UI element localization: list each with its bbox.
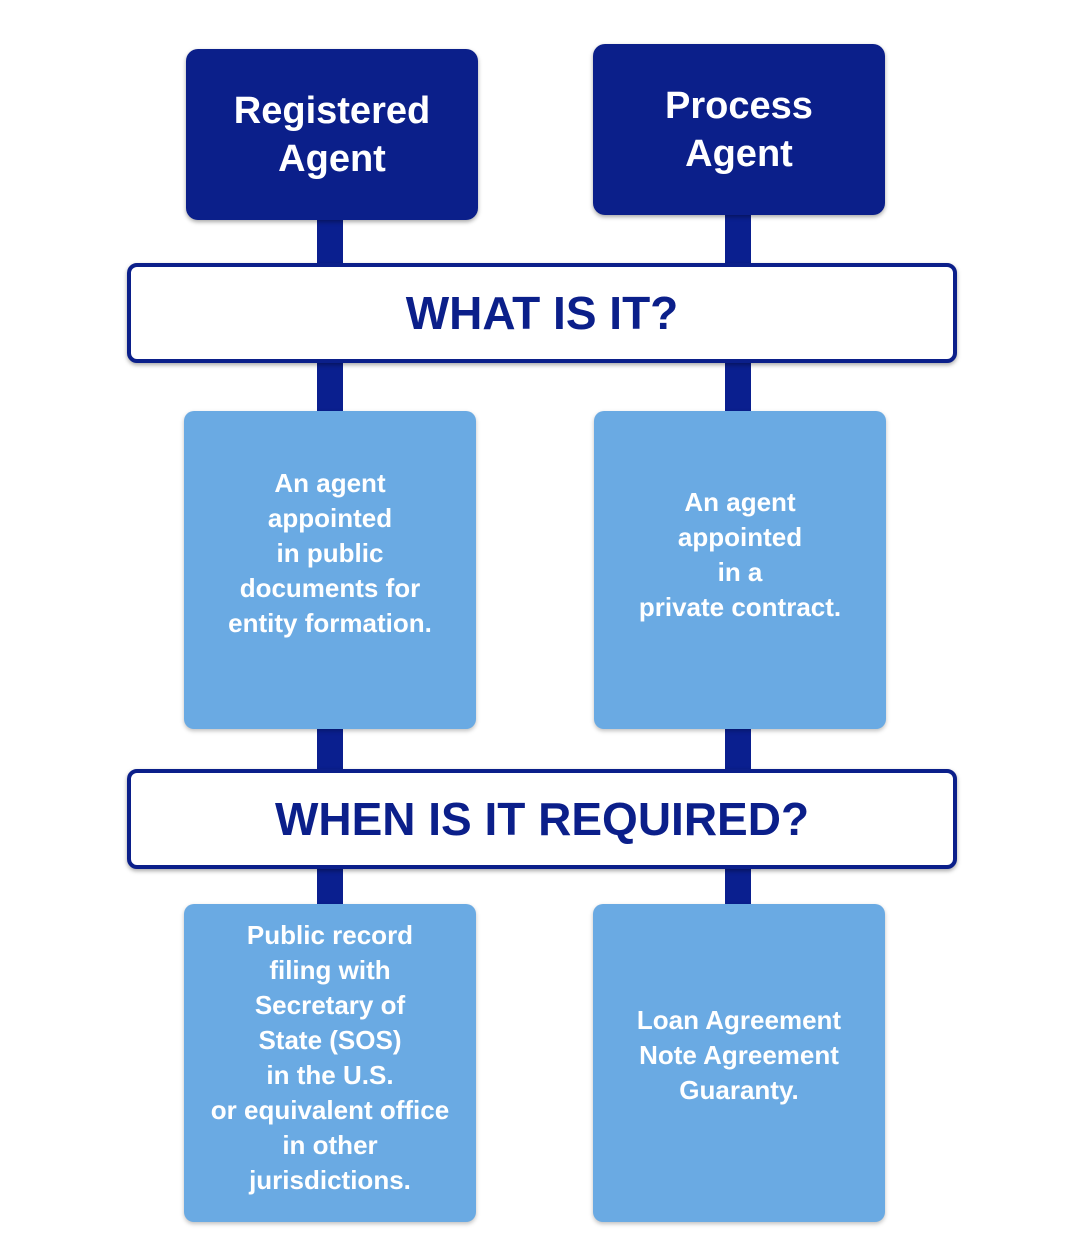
when-is-it-required-label: WHEN IS IT REQUIRED?: [274, 793, 810, 845]
registered-agent-definition-text: An agent appointed in public documents f…: [228, 468, 432, 638]
what-is-it-banner: WHAT IS IT?: [127, 263, 957, 363]
registered-agent-requirement-box: Public record filing with Secretary of S…: [184, 904, 476, 1222]
process-agent-requirement-box: Loan Agreement Note Agreement Guaranty.: [593, 904, 885, 1222]
when-is-it-required-banner: WHEN IS IT REQUIRED?: [127, 769, 957, 869]
registered-agent-header: Registered Agent: [186, 49, 478, 220]
process-agent-header: Process Agent: [593, 44, 885, 215]
process-agent-definition-text: An agent appointed in a private contract…: [638, 487, 842, 622]
process-agent-requirement-text: Loan Agreement Note Agreement Guaranty.: [636, 1005, 842, 1105]
what-is-it-label: WHAT IS IT?: [405, 287, 679, 339]
registered-agent-definition-box: An agent appointed in public documents f…: [184, 411, 476, 729]
process-agent-definition-box: An agent appointed in a private contract…: [594, 411, 886, 729]
registered-agent-requirement-text: Public record filing with Secretary of S…: [210, 920, 450, 1195]
